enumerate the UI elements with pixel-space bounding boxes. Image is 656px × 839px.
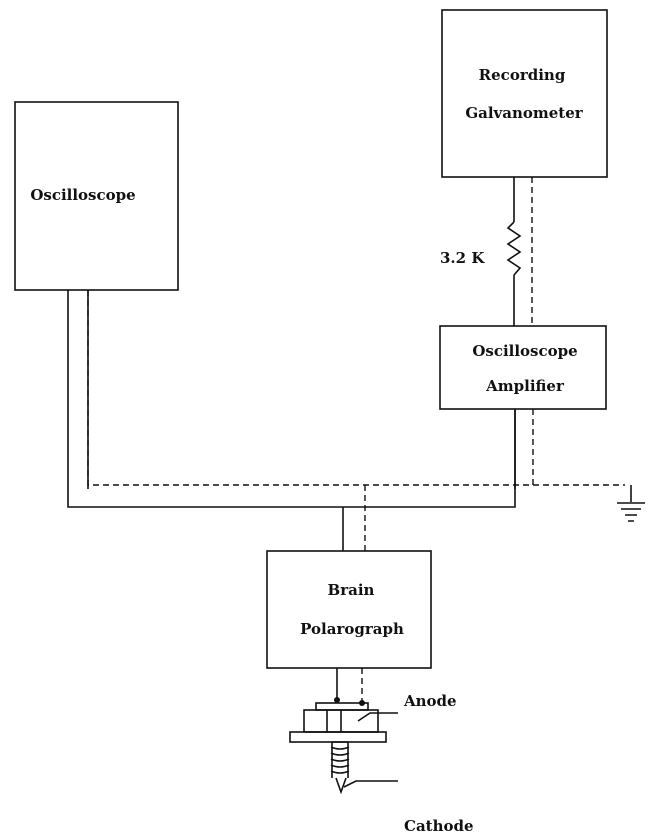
galvanometer-amplifier-lead: 3.2 K [440,177,533,326]
cathode-tip [335,777,347,795]
cathode-label: Cathode [404,817,474,835]
oscilloscope-box [14,101,179,291]
anode-label: Anode [403,692,457,710]
oscilloscope-block: Oscilloscope [14,101,179,291]
recording-galvanometer-label-1: Recording [479,66,566,84]
shield-bus [87,290,625,486]
anode-facets [326,710,342,732]
cathode-thread [330,741,350,778]
oscilloscope-label: Oscilloscope [30,186,135,204]
oscilloscope-amplifier-label-2: Amplifier [485,377,565,395]
resistor-zigzag [506,221,522,276]
brain-polarograph-label-1: Brain [328,581,375,599]
brain-polarograph-label-2: Polarograph [300,620,404,638]
brain-polarograph-box [266,550,432,669]
oscilloscope-amplifier-box [439,325,607,410]
ground-icon [617,485,645,522]
cathode-leader [343,780,398,788]
anode-leader [357,712,398,722]
brain-polarograph-block: Brain Polarograph [266,550,432,669]
recording-galvanometer-label-2: Galvanometer [465,104,583,122]
recording-galvanometer-box [441,9,608,178]
anode-contact [334,697,340,703]
recording-galvanometer-block: Recording Galvanometer [441,9,608,178]
oscilloscope-amplifier-label-1: Oscilloscope [472,342,577,360]
oscilloscope-amplifier-block: Oscilloscope Amplifier [439,325,607,410]
electrode-assembly [289,697,387,795]
resistor-label: 3.2 K [440,249,485,267]
electrode-flange [289,731,387,743]
